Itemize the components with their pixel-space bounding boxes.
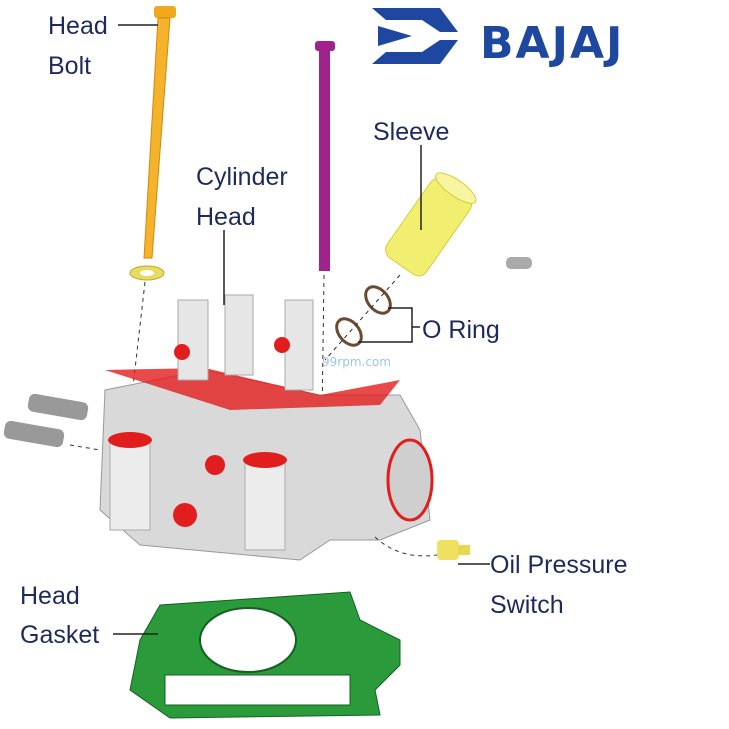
label-oil-pressure-switch-2: Switch (490, 591, 564, 619)
label-oil-pressure-switch-1: Oil Pressure (490, 551, 628, 579)
brand-wordmark: BAJAJ (480, 18, 625, 69)
label-o-ring: O Ring (422, 316, 500, 344)
label-head-gasket-1: Head (20, 582, 80, 610)
label-cylinder-head-1: Cylinder (196, 163, 288, 191)
label-cylinder-head-2: Head (196, 203, 256, 231)
head-gasket-part (129, 591, 401, 719)
label-sleeve: Sleeve (373, 118, 450, 146)
cylinder-head-part (99, 294, 434, 561)
sleeve-part (385, 172, 477, 277)
head-bolt-part (127, 6, 176, 431)
oil-pressure-switch-part (374, 536, 470, 560)
bajaj-logo-icon (372, 8, 458, 64)
label-head-gasket-2: Gasket (20, 621, 100, 649)
label-head-bolt-2: Bolt (48, 52, 92, 80)
watermark: 99rpm.com (322, 355, 391, 369)
label-head-bolt-1: Head (48, 12, 108, 40)
dowel-pin-part (506, 257, 532, 269)
o-ring-part (335, 285, 392, 347)
